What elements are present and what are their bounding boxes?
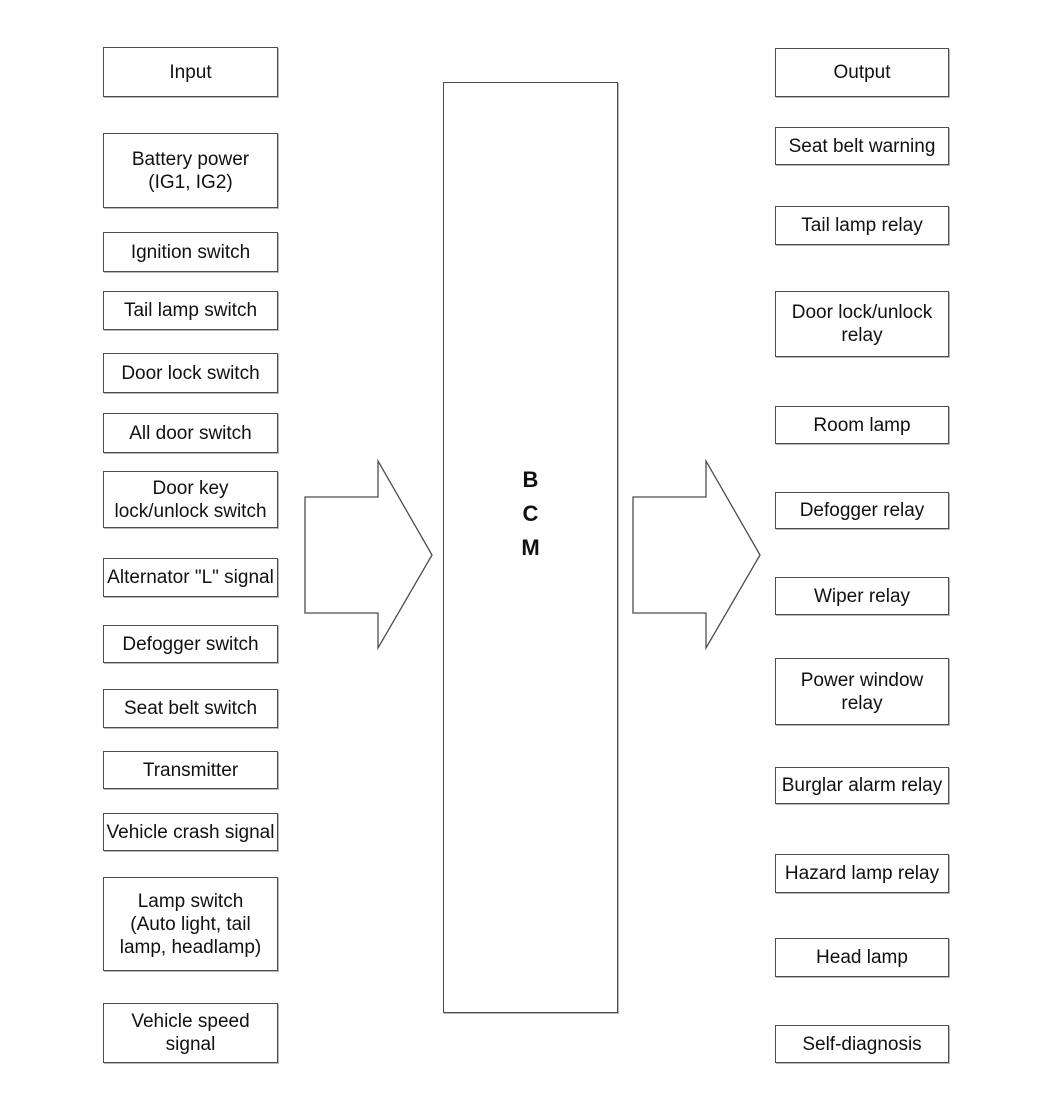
box-self-diagnosis-label: Self-diagnosis — [802, 1033, 922, 1055]
bcm-label: B C M — [521, 467, 540, 560]
box-wiper-relay-label: Wiper relay — [813, 585, 911, 607]
output-column-title: Output — [833, 62, 891, 83]
box-door-lock-unlock-relay: Door lock/unlock relay — [775, 291, 949, 357]
box-power-window-relay-label: Power window relay — [800, 669, 924, 714]
box-defogger-relay: Defogger relay — [775, 492, 949, 529]
bcm-to-output-arrow — [632, 458, 761, 651]
box-defogger-relay-label: Defogger relay — [799, 500, 925, 521]
box-tail-lamp-switch: Tail lamp switch — [103, 291, 278, 330]
input-column-title-box: Input — [103, 47, 278, 97]
box-alternator-l-signal-label: Alternator "L" signal — [107, 567, 274, 588]
box-ignition-switch-label: Ignition switch — [130, 241, 251, 263]
box-vehicle-crash-signal: Vehicle crash signal — [103, 813, 278, 851]
box-burglar-alarm-relay-label: Burglar alarm relay — [781, 775, 943, 796]
box-vehicle-speed-signal-label: Vehicle speed signal — [131, 1011, 250, 1055]
box-power-window-relay: Power window relay — [775, 658, 949, 725]
box-door-lock-switch-label: Door lock switch — [121, 362, 260, 384]
box-lamp-switch-label: Lamp switch (Auto light, tail lamp, head… — [119, 890, 262, 958]
input-to-bcm-arrow — [304, 458, 433, 651]
box-seat-belt-warning: Seat belt warning — [775, 127, 949, 165]
box-defogger-switch: Defogger switch — [103, 625, 278, 663]
box-hazard-lamp-relay-label: Hazard lamp relay — [784, 863, 940, 884]
box-door-lock-switch: Door lock switch — [103, 353, 278, 393]
box-self-diagnosis: Self-diagnosis — [775, 1025, 949, 1063]
box-tail-lamp-relay: Tail lamp relay — [775, 206, 949, 245]
box-seat-belt-switch: Seat belt switch — [103, 689, 278, 728]
box-transmitter: Transmitter — [103, 751, 278, 789]
box-seat-belt-switch-label: Seat belt switch — [123, 698, 258, 719]
box-hazard-lamp-relay: Hazard lamp relay — [775, 854, 949, 893]
box-head-lamp: Head lamp — [775, 938, 949, 977]
bcm-box: B C M — [443, 82, 618, 1013]
box-room-lamp: Room lamp — [775, 406, 949, 444]
box-wiper-relay: Wiper relay — [775, 577, 949, 615]
box-lamp-switch: Lamp switch (Auto light, tail lamp, head… — [103, 877, 278, 971]
input-column-title: Input — [169, 61, 212, 83]
box-alternator-l-signal: Alternator "L" signal — [103, 558, 278, 597]
box-door-lock-unlock-relay-label: Door lock/unlock relay — [791, 302, 933, 346]
box-vehicle-speed-signal: Vehicle speed signal — [103, 1003, 278, 1063]
box-transmitter-label: Transmitter — [142, 759, 239, 781]
box-all-door-switch-label: All door switch — [129, 422, 252, 444]
box-ignition-switch: Ignition switch — [103, 232, 278, 272]
box-room-lamp-label: Room lamp — [813, 414, 911, 436]
box-vehicle-crash-signal-label: Vehicle crash signal — [106, 821, 275, 843]
box-all-door-switch: All door switch — [103, 413, 278, 453]
output-column-title-box: Output — [775, 48, 949, 97]
box-defogger-switch-label: Defogger switch — [122, 633, 259, 655]
box-tail-lamp-switch-label: Tail lamp switch — [123, 300, 258, 321]
box-head-lamp-label: Head lamp — [816, 947, 908, 968]
box-battery-power-label: Battery power (IG1, IG2) — [131, 148, 250, 193]
box-door-key-lock-unlock-switch: Door key lock/unlock switch — [103, 471, 278, 528]
box-seat-belt-warning-label: Seat belt warning — [788, 135, 936, 157]
box-tail-lamp-relay-label: Tail lamp relay — [801, 215, 923, 236]
box-burglar-alarm-relay: Burglar alarm relay — [775, 767, 949, 804]
box-door-key-lock-unlock-switch-label: Door key lock/unlock switch — [114, 477, 267, 522]
box-battery-power: Battery power (IG1, IG2) — [103, 133, 278, 208]
